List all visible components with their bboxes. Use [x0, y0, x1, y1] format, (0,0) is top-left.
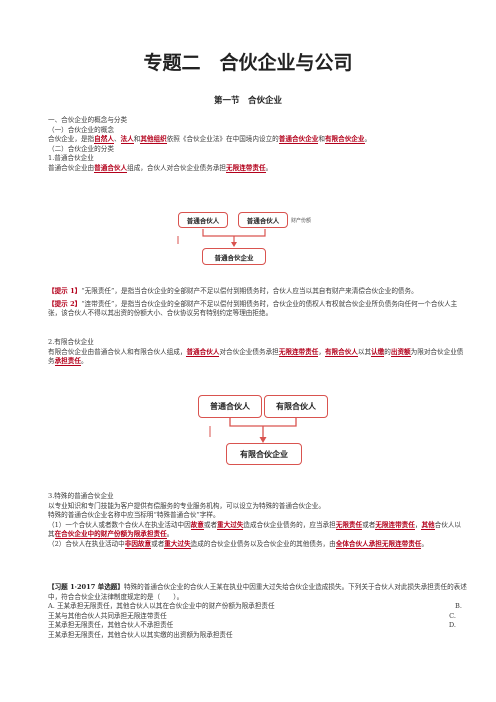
special-clause-2: （2）合伙人在执业活动中非因故意或者重大过失造成的合伙企业债务以及合伙企业的其他…: [48, 539, 429, 549]
special-paragraph-1: 以专业知识和专门技能为客户提供有偿服务的专业服务机构，可以设立为特殊的普通合伙企…: [48, 501, 325, 510]
keyword: 普通合伙人: [186, 347, 220, 357]
definition-paragraph: 合伙企业，是指自然人、法人和其他组织依照《合伙企业法》在中国境内设立的普通合伙企…: [48, 135, 372, 145]
keyword: 重大过失: [164, 539, 191, 549]
keyword: 在合伙企业中的财产份额为限承担责任: [54, 530, 167, 540]
tip-tag: 【提示 1】: [48, 287, 82, 295]
exercise-block: 【习题 1·2017 单选题】特殊的普通合伙企业的合伙人王某在执业中因重大过失给…: [48, 583, 474, 641]
limited-enterprise-box: 有限合伙企业: [226, 443, 302, 465]
general-partner-box: 普通合伙人: [198, 395, 262, 418]
keyword: 自然人: [94, 135, 114, 145]
keyword: 无限连带责任: [375, 520, 415, 530]
option-d-label: D.: [448, 621, 456, 630]
option-c-label: C.: [449, 611, 456, 620]
limited-partnership-block: 2.有限合伙企业 有限合伙企业由普通合伙人和有限合伙人组成，普通合伙人对合伙企业…: [48, 338, 466, 367]
keyword: 有限合伙人: [324, 347, 358, 357]
keyword: 无限连带责任: [226, 163, 266, 173]
keyword: 有限合伙企业: [324, 135, 365, 145]
intro-block: 一、合伙企业的概念与分类 （一）合伙企业的概念 合伙企业，是指自然人、法人和其他…: [48, 116, 466, 174]
page-title: 专题二 合伙企业与公司: [143, 52, 353, 74]
property-share-label: 财产份额: [291, 218, 312, 224]
keyword: 故意: [190, 520, 204, 530]
keyword: 无限责任: [335, 520, 363, 530]
keyword: 其他: [421, 520, 435, 530]
keyword: 出资额: [390, 347, 411, 357]
option-d[interactable]: 王某承担无限责任，其他合伙人以其实缴的出资额为限承担责任: [48, 630, 233, 639]
tip-2: 【提示 2】“连带责任”，是指当合伙企业的全部财产不足以偿付到期债务时，合伙企业…: [48, 299, 458, 318]
option-c[interactable]: 王某承担无限责任，其他合伙人不承担责任 D.: [48, 621, 456, 630]
enterprise-box: 普通合伙企业: [202, 248, 266, 265]
heading-limited-partnership: 2.有限合伙企业: [48, 338, 94, 346]
tips-block: 【提示 1】“无限责任”，是指当合伙企业的全部财产不足以偿付到期债务时，合伙人应…: [48, 287, 466, 319]
keyword: 承担责任: [54, 357, 81, 367]
option-b[interactable]: 王某与其他合伙人共同承担无限连带责任 C.: [48, 611, 456, 620]
keyword: 重大过失: [217, 520, 244, 530]
diagram2-arrows: [209, 418, 297, 443]
keyword: 普通合伙人: [94, 163, 128, 173]
keyword: 全体合伙人承担无限连带责任: [335, 539, 422, 549]
keyword: 无限连带责任: [278, 347, 319, 357]
special-clause-1: （1）一个合伙人或者数个合伙人在执业活动中因故意或者重大过失造成合伙企业债务的，…: [48, 520, 462, 540]
diagram1-arrows: [177, 229, 266, 247]
exercise-tag: 【习题 1·2017 单选题】: [48, 583, 124, 591]
keyword: 认缴: [371, 347, 385, 357]
option-b-label: B.: [455, 602, 462, 611]
tip-tag: 【提示 2】: [48, 299, 82, 308]
heading-special-partnership: 3.特殊的普通合伙企业: [48, 492, 114, 500]
heading-classification: （二）合伙企业的分类: [48, 144, 114, 153]
exercise-stem: 【习题 1·2017 单选题】特殊的普通合伙企业的合伙人王某在执业中因重大过失给…: [48, 583, 467, 601]
keyword: 法人: [120, 135, 134, 145]
general-partnership-paragraph: 普通合伙企业由普通合伙人组成，合伙人对合伙企业债务承担无限连带责任。: [48, 163, 273, 173]
option-a[interactable]: A. 王某承担无限责任，其他合伙人以其在合伙企业中的财产份额为限承担责任 B.: [48, 602, 462, 611]
heading-general-partnership: 1.普通合伙企业: [48, 154, 94, 163]
partner-box-left: 普通合伙人: [178, 212, 228, 228]
heading-concept-classification: 一、合伙企业的概念与分类: [48, 116, 128, 124]
heading-concept: （一）合伙企业的概念: [48, 125, 114, 134]
keyword: 非因故意: [124, 539, 152, 549]
limited-partner-box: 有限合伙人: [264, 395, 328, 418]
keyword: 普通合伙企业: [278, 135, 319, 145]
tip-1: 【提示 1】“无限责任”，是指当合伙企业的全部财产不足以偿付到期债务时，合伙人应…: [48, 287, 418, 295]
special-partnership-block: 3.特殊的普通合伙企业 以专业知识和专门技能为客户提供有偿服务的专业服务机构，可…: [48, 492, 466, 550]
limited-partnership-paragraph: 有限合伙企业由普通合伙人和有限合伙人组成，普通合伙人对合伙企业债务承担无限连带责…: [48, 347, 464, 367]
section-title: 第一节 合伙企业: [213, 96, 282, 106]
keyword: 其他组织: [140, 135, 167, 145]
special-paragraph-2: 特殊的普通合伙企业名称中应当标明“特殊普通合伙”字样。: [48, 511, 220, 520]
partner-box-right: 普通合伙人: [238, 212, 288, 228]
